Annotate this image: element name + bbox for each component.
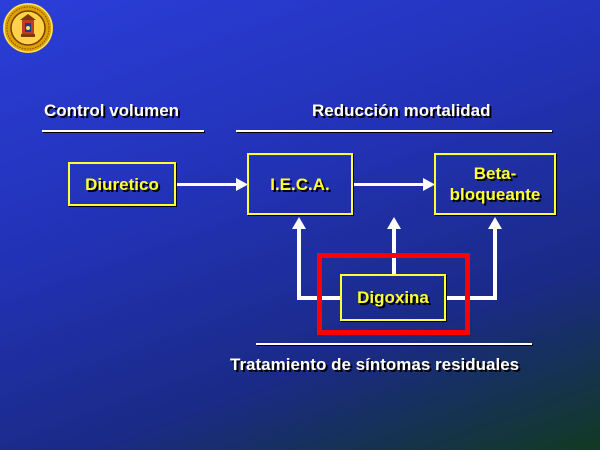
arrow-digoxina-center-vertical — [392, 226, 396, 274]
university-seal-logo — [3, 3, 53, 53]
underline-reduccion-mortalidad — [236, 130, 552, 132]
arrow-digoxina-right-vertical — [493, 226, 497, 300]
box-ieca: I.E.C.A. — [247, 153, 353, 215]
arrow-digoxina-right-horizontal — [446, 296, 497, 300]
highlight-frame — [317, 253, 470, 335]
underline-control-volumen — [42, 130, 204, 132]
heading-reduccion-mortalidad: Reducción mortalidad — [312, 101, 491, 120]
box-digoxina-label: Digoxina — [357, 288, 429, 307]
arrow-digoxina-right-head — [488, 217, 502, 229]
arrow-diuretico-to-ieca-shaft — [177, 183, 237, 186]
box-diuretico: Diuretico — [68, 162, 176, 206]
arrow-digoxina-left-vertical — [297, 226, 301, 300]
box-diuretico-label: Diuretico — [85, 174, 159, 194]
heading-control-volumen: Control volumen — [44, 101, 180, 120]
box-beta-line1: Beta- — [473, 164, 517, 183]
heading-tratamiento: Tratamiento de síntomas residuales — [230, 355, 520, 374]
box-betabloqueante: Beta- bloqueante — [434, 153, 556, 215]
box-ieca-label: I.E.C.A. — [270, 174, 330, 194]
arrow-digoxina-left-head — [292, 217, 306, 229]
overline-tratamiento — [256, 343, 532, 345]
arrow-ieca-to-beta-shaft — [353, 183, 426, 186]
arrow-ieca-to-beta-head — [423, 178, 435, 191]
box-digoxina: Digoxina — [340, 274, 446, 321]
arrow-diuretico-to-ieca-head — [236, 178, 248, 191]
box-beta-line2: bloqueante — [449, 185, 541, 204]
arrow-digoxina-center-head — [387, 217, 401, 229]
